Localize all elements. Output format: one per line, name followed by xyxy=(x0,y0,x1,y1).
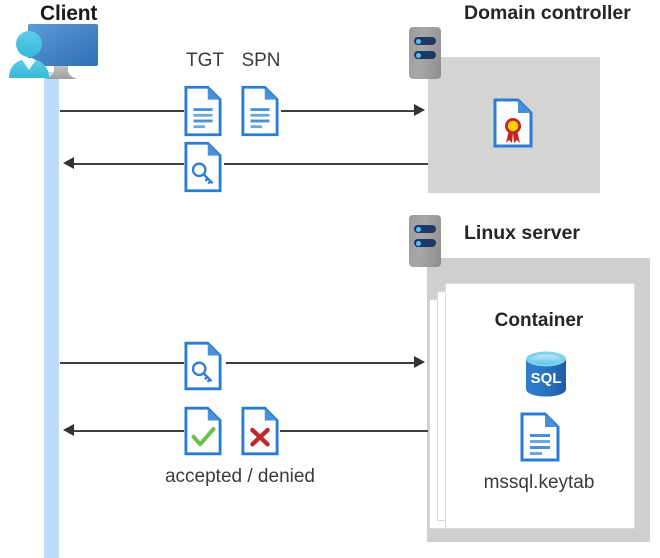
document-key-icon-ticket-1 xyxy=(184,140,222,194)
tgt-label: TGT xyxy=(186,50,224,71)
client-lifeline xyxy=(44,72,59,558)
accepted-denied-label: accepted / denied xyxy=(164,466,315,487)
sql-database-icon: SQL xyxy=(523,350,569,403)
container-title: Container xyxy=(494,310,584,331)
spn-label: SPN xyxy=(241,50,281,71)
flow-2-line-left xyxy=(74,163,184,165)
server-rack-icon-dc xyxy=(409,27,441,79)
flow-4-line-right xyxy=(280,430,428,432)
client-title: Client xyxy=(40,2,98,25)
flow-1-line-right xyxy=(281,110,416,112)
flow-4-arrowhead xyxy=(63,424,74,436)
document-lines-icon-keytab xyxy=(520,412,560,462)
domain-controller-title: Domain controller xyxy=(464,2,631,24)
document-lines-icon-spn xyxy=(241,84,279,138)
flow-2-arrowhead xyxy=(63,157,74,169)
document-certificate-icon xyxy=(493,98,533,148)
linux-server-title: Linux server xyxy=(464,222,580,244)
flow-3-line-right xyxy=(226,362,416,364)
flow-4-line-left xyxy=(74,430,184,432)
client-icon xyxy=(6,18,118,84)
document-cross-icon-denied xyxy=(241,405,279,457)
document-key-icon-ticket-2 xyxy=(184,340,222,392)
flow-2-line-right xyxy=(224,163,428,165)
container-card-front xyxy=(445,283,635,529)
svg-text:SQL: SQL xyxy=(531,370,562,387)
flow-3-line-left xyxy=(60,362,184,364)
flow-1-line-left xyxy=(60,110,184,112)
flow-3-arrowhead xyxy=(414,356,425,368)
keytab-filename-label: mssql.keytab xyxy=(483,472,595,493)
server-rack-icon-linux xyxy=(409,215,441,267)
document-lines-icon-tgt xyxy=(184,84,222,138)
flow-1-arrowhead xyxy=(414,104,425,116)
document-check-icon-accepted xyxy=(184,405,222,457)
